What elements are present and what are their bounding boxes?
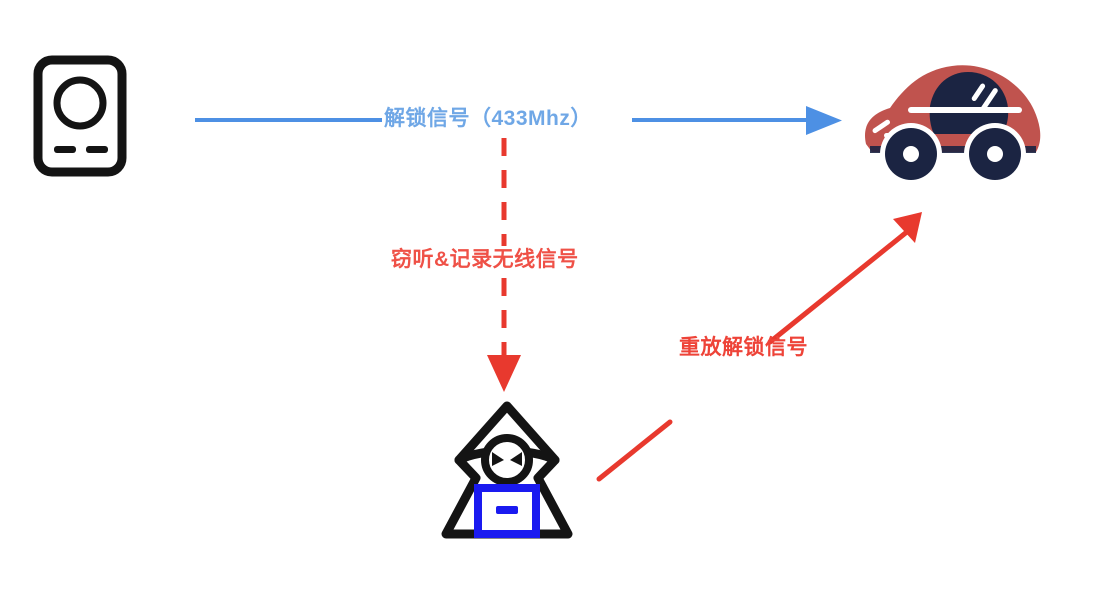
- sniff-signal-arrowhead: [487, 355, 521, 392]
- car-trim-line: [908, 107, 1022, 113]
- hacker-device-indicator: [496, 506, 518, 514]
- key-fob-button-round: [53, 76, 107, 130]
- edge-replay-signal: [596, 212, 922, 482]
- car-underline: [870, 146, 1036, 153]
- replay-signal-line-upper: [767, 228, 911, 345]
- edge-unlock-signal: [195, 106, 842, 135]
- edge-label-unlock-signal: 解锁信号（433Mhz）: [384, 107, 592, 130]
- key-fob-icon: [33, 55, 127, 177]
- node-key-fob[interactable]: [33, 55, 127, 177]
- hacker-device: [474, 484, 540, 538]
- car-window-glints: [971, 83, 998, 111]
- hacker-eyes: [492, 452, 522, 466]
- unlock-signal-arrowhead: [806, 106, 842, 135]
- hacker-hood-icon: [441, 401, 573, 539]
- hacker-face: [481, 434, 533, 486]
- node-hacker[interactable]: [434, 398, 580, 542]
- car-window: [929, 72, 1009, 134]
- replay-signal-arrowhead: [893, 212, 922, 243]
- edge-label-sniff-signal: 窃听&记录无线信号: [391, 248, 579, 271]
- car-wheel-rear: [964, 123, 1026, 185]
- key-fob-button-right: [86, 146, 108, 153]
- edge-sniff-signal: [487, 138, 521, 392]
- car-wheel-front: [880, 123, 942, 185]
- car-icon: [865, 65, 1041, 185]
- key-fob-button-left: [54, 146, 76, 153]
- node-car[interactable]: [856, 48, 1048, 192]
- edge-label-replay-signal: 重放解锁信号: [679, 336, 808, 359]
- replay-signal-line-lower: [596, 419, 673, 482]
